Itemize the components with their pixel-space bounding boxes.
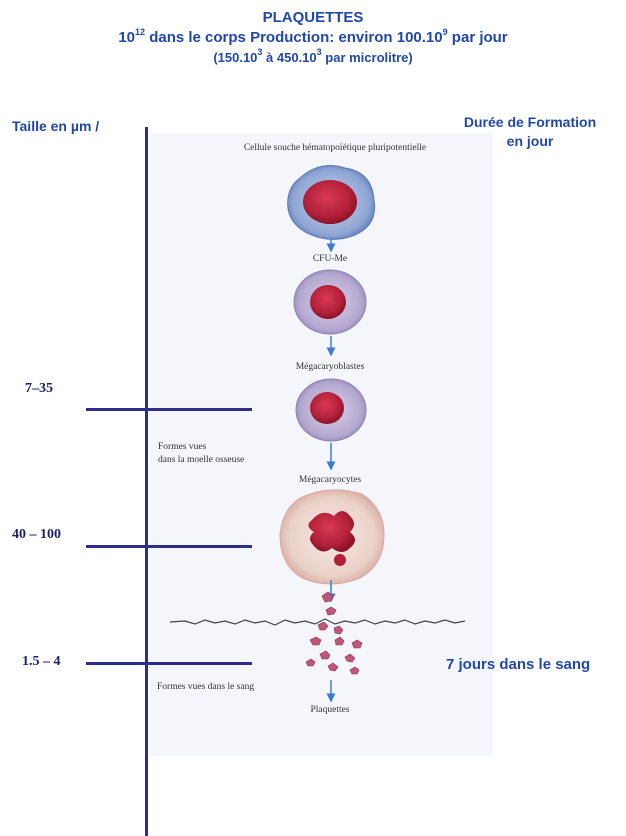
cfu-cell-icon [294, 270, 366, 334]
platelet-icon [306, 592, 362, 674]
stem-cell-icon [288, 166, 375, 240]
megakaryoblast-icon [296, 379, 366, 441]
vessel-wall-line [170, 619, 465, 625]
megakaryocyte-icon [280, 490, 384, 584]
